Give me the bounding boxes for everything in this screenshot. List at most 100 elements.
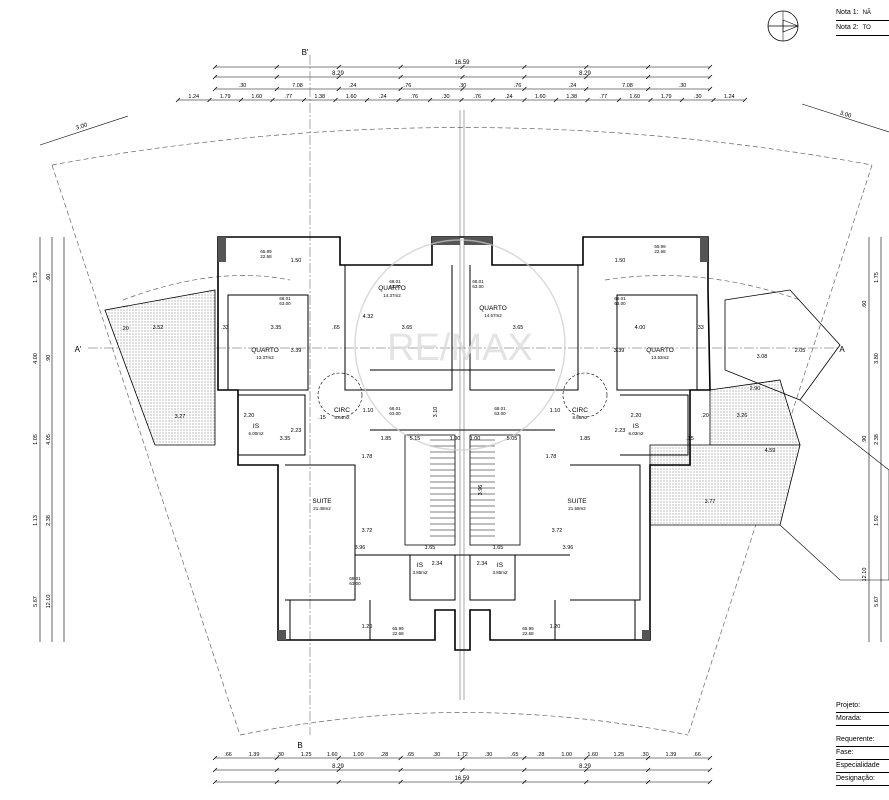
dimension-label: 1.65	[493, 545, 504, 551]
room-area: 6.00m2	[248, 431, 264, 436]
elevation-bottom: 63.00	[389, 284, 401, 289]
dimension-tick	[583, 767, 589, 773]
title-fase: Fase:	[836, 747, 889, 760]
elevation-top: 68.01	[279, 296, 291, 301]
dimension-tick	[212, 86, 218, 92]
dimension-label: 1.75	[33, 272, 39, 283]
dimension-label: 3.39	[614, 348, 625, 354]
dimension-label: .30	[694, 94, 702, 100]
dimension-label: 3.65	[402, 325, 413, 331]
elevation-bottom: 22.68	[654, 249, 666, 254]
dimension-label: 1.50	[291, 258, 302, 264]
elevation-top: 68.01	[614, 296, 626, 301]
dimension-label: 7.08	[292, 83, 303, 89]
dimension-label: .24	[569, 83, 577, 89]
dimension-label: 1.92	[874, 515, 880, 526]
dimension-label: 1.05	[33, 434, 39, 445]
dimension-label: 2.34	[432, 561, 443, 567]
dimension-label: 3.00	[75, 122, 89, 132]
dimension-label: 1.00	[450, 436, 461, 442]
dimension-label: 1.38	[314, 94, 325, 100]
room-name: CIRC	[334, 407, 350, 414]
dimension-lines	[39, 66, 889, 783]
dimension-tick	[274, 86, 280, 92]
dimension-label: 2.34	[477, 561, 488, 567]
room-name: SUITE	[567, 498, 587, 505]
dimension-label: 1.60	[629, 94, 640, 100]
dimension-tick	[645, 779, 651, 785]
dimension-label: 1.50	[615, 258, 626, 264]
elevation-top: 68.01	[349, 576, 361, 581]
elevation-bottom: 63.00	[389, 411, 401, 416]
elevation-bottom: 63.00	[614, 301, 626, 306]
dimension-tick	[583, 755, 589, 761]
dimension-tick	[707, 779, 713, 785]
room-name: IS	[633, 423, 640, 430]
dimension-tick	[274, 64, 280, 70]
dimension-label: 2.23	[291, 428, 302, 434]
dimension-tick	[645, 755, 651, 761]
dimension-label: 1.85	[381, 436, 392, 442]
dimension-label: .30	[459, 83, 467, 89]
dimension-label: 2.20	[631, 413, 642, 419]
dimension-tick	[398, 74, 403, 80]
elevation-bottom: 63.00	[494, 411, 506, 416]
dimension-label: 3.65	[513, 325, 524, 331]
dimension-label: .30	[276, 752, 284, 758]
dimension-label: 12.10	[46, 595, 52, 609]
dimension-tick	[707, 64, 713, 70]
dimension-tick	[460, 767, 465, 773]
dimension-tick	[336, 86, 342, 92]
room-area: 8.68m2	[572, 415, 588, 420]
dim-half-top: 8.29	[579, 71, 591, 77]
elevation-top: 68.01	[472, 279, 484, 284]
dimension-tick	[711, 97, 716, 103]
title-projeto: Projeto:	[836, 700, 889, 713]
dimension-tick	[364, 97, 370, 103]
dimension-label: .60	[862, 301, 868, 309]
dimension-label: .24	[505, 94, 513, 100]
dimension-label: .30	[679, 83, 687, 89]
dimension-tick	[522, 779, 527, 785]
dimension-tick	[460, 74, 465, 80]
dimension-label: 1.38	[566, 94, 577, 100]
dim-total-top: 16.59	[454, 60, 470, 66]
room-area: 3.85m2	[412, 570, 428, 575]
dimension-tick	[645, 64, 651, 70]
elevation-bottom: 63.00	[472, 284, 484, 289]
watermark-logo: RE/MAX	[354, 239, 566, 451]
dimension-tick	[212, 755, 218, 761]
room-area: 6.03m2	[628, 431, 644, 436]
dimension-label: 2.23	[615, 428, 626, 434]
elevation-bottom: 63.00	[279, 301, 291, 306]
dimension-label: 3.96	[355, 545, 366, 551]
dimension-label: 3.96	[563, 545, 574, 551]
dimension-label: .77	[599, 94, 607, 100]
room-name: QUARTO	[251, 347, 279, 354]
dimension-tick	[396, 97, 401, 103]
dimension-label: 4.59	[765, 448, 776, 454]
dimension-label: 1.85	[580, 436, 591, 442]
section-mark-bottom: B	[297, 741, 302, 750]
dimension-label: 1.75	[874, 272, 880, 283]
dimension-tick	[336, 767, 342, 773]
dimension-tick	[707, 767, 713, 773]
section-mark-left: A'	[75, 345, 82, 354]
dimension-tick	[274, 74, 280, 80]
dimension-tick	[522, 64, 527, 70]
room-name: IS	[253, 423, 260, 430]
dimension-label: 5.15	[410, 436, 421, 442]
room-name: IS	[497, 562, 504, 569]
dimension-label: .24	[349, 83, 357, 89]
dimension-label: 1.00	[353, 752, 364, 758]
dimension-label: 1.79	[220, 94, 231, 100]
dimension-label: 1.13	[33, 515, 39, 526]
dimension-label: 1.60	[535, 94, 546, 100]
dimension-tick	[522, 755, 527, 761]
dimension-tick	[212, 767, 218, 773]
dimension-tick	[583, 64, 589, 70]
dimension-label: .65	[332, 325, 340, 331]
dimension-label: 3.52	[153, 325, 164, 331]
title-morada: Morada:	[836, 713, 889, 726]
dim-half-top: 8.29	[332, 71, 344, 77]
